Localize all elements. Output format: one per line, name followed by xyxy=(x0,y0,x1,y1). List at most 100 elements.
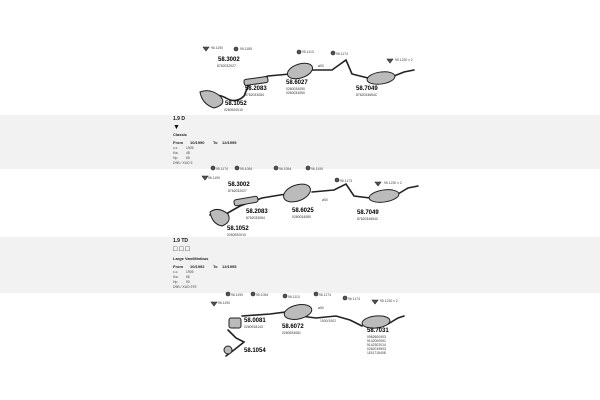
part-1-3-sub1: 0260034050 xyxy=(286,91,305,95)
badge-3-5: 96.1174 xyxy=(348,297,361,301)
badge-3-2: 95.1054 xyxy=(256,293,269,297)
part-1-4: 58.7049 xyxy=(356,86,378,92)
pipe-mid-3 xyxy=(241,311,363,327)
part-1-4-sub: 8762034654C xyxy=(356,93,378,97)
to-value-2: 12/1995 xyxy=(222,140,237,145)
diameter-label-1: ø50 xyxy=(318,64,324,68)
part-1-2: 58.1052 xyxy=(225,101,247,107)
section-band-1 xyxy=(0,115,600,169)
turbo-pipe-3 xyxy=(223,345,233,355)
part-3-2-sub: 0260934081 xyxy=(282,331,301,335)
badge-1-1: 95.1185 xyxy=(240,47,253,51)
engine-label-3: 1.9 TD xyxy=(173,238,189,244)
to-label-2: To xyxy=(213,140,218,145)
part-3-3: 58.7031 xyxy=(367,328,389,334)
to-value-3: 12/1995 xyxy=(222,264,237,269)
from-label-3: From xyxy=(173,264,183,269)
badge-2-1: 95.1174 xyxy=(216,167,229,171)
part-2-1: 58.2083 xyxy=(246,209,268,215)
spec-label-3-2: Hp. xyxy=(173,280,179,284)
part-3-3-sub2: 9142302014 xyxy=(367,343,386,347)
catalyst-2 xyxy=(283,183,311,203)
part-1-2-sub: 0260920010 xyxy=(224,108,243,112)
spec-value-2-1: 48 xyxy=(186,151,190,155)
part-2-3-sub: 0260034080 xyxy=(292,215,311,219)
part-3-3-sub4: 1151715408 xyxy=(367,351,386,355)
model-label-2: Classic xyxy=(173,132,188,137)
part-2-3: 58.6025 xyxy=(292,208,314,214)
part-2-0: 58.3002 xyxy=(228,182,250,188)
engine-code-2: D9B / XUD 9 xyxy=(173,161,193,165)
part-3-3-sub0: 0962600403 xyxy=(367,335,386,339)
part-3-3-sub1: 9142000091 xyxy=(367,339,386,343)
diameter-label-2: ø50 xyxy=(322,198,328,202)
badge-2-0: 96.1190 xyxy=(208,176,221,180)
spec-label-3-1: Kw. xyxy=(173,275,179,279)
pipe-mid-2 xyxy=(311,182,371,199)
badge-3-0: 96.1190 xyxy=(218,301,231,305)
pipe-mid-1 xyxy=(311,58,369,79)
part-3-3-sub3: 0262015903 xyxy=(367,347,386,351)
van-icon: □ □ □ xyxy=(173,246,190,253)
part-2-2-sub: 0260920010 xyxy=(227,233,246,237)
spec-value-3-0: 1905 xyxy=(186,270,194,274)
rear-silencer-3 xyxy=(361,315,391,329)
part-2-0-sub: 8762032027 xyxy=(228,189,247,193)
from-value-3: 10/1992 xyxy=(190,264,205,269)
rear-silencer-2 xyxy=(368,189,400,203)
part-1-1: 58.2083 xyxy=(245,86,267,92)
badge-3-4: 96.1174 xyxy=(319,293,332,297)
badge-2-4: 96.1190 xyxy=(311,167,324,171)
badge-1-4: 95.1230 x 2 xyxy=(395,58,413,62)
spec-value-2-2: 65 xyxy=(186,156,190,160)
badge-1-0: 96.1190 xyxy=(211,46,224,50)
spec-label-2-2: Hp. xyxy=(173,156,179,160)
spec-label-3-0: c.c. xyxy=(173,270,179,274)
rear-silencer-1 xyxy=(366,71,396,85)
from-label-2: From xyxy=(173,140,183,145)
badge-3-3: 96.1113 xyxy=(288,295,300,299)
part-2-4: 58.7049 xyxy=(357,210,379,216)
part-3-2: 58.6072 xyxy=(282,324,304,330)
badge-1-2: 95.1113 xyxy=(302,50,314,54)
badge-2-3: 96.1054 xyxy=(279,167,292,171)
part-1-3: 58.6027 xyxy=(286,80,308,86)
model-label-3: Large Van/Minibus xyxy=(173,256,209,261)
catalyst-1 xyxy=(286,62,314,80)
part-3-1: 58.1054 xyxy=(244,348,266,354)
engine-code-3: D9B / XUD 9TE xyxy=(173,285,197,289)
mid-silencer-3 xyxy=(283,304,313,320)
badge-2-5: 96.1173 xyxy=(340,179,353,183)
manifold-1 xyxy=(199,90,224,109)
manifold-2 xyxy=(209,208,230,227)
diameter-label-3: ø50 xyxy=(318,306,324,310)
pipe-rear-3 xyxy=(387,315,405,325)
part-3-0-sub: 0260918143 xyxy=(244,325,263,329)
spec-label-2-0: c.c. xyxy=(173,146,179,150)
pipe-rear-2 xyxy=(397,185,419,195)
badge-1-3: 96.1174 xyxy=(336,52,349,56)
from-value-2: 10/1990 xyxy=(190,140,205,145)
to-label-3: To xyxy=(213,264,218,269)
badge-2-6: 95.1230 x 2 xyxy=(384,181,402,185)
part-1-3-sub0: 0260034050 xyxy=(286,87,305,91)
badge-3-1: 96.1190 xyxy=(231,293,244,297)
flex-pipe-2 xyxy=(233,195,259,207)
spec-label-2-1: Kw. xyxy=(173,151,179,155)
part-2-1-sub: 8762033084 xyxy=(246,216,265,220)
flex-pipe-1 xyxy=(243,76,269,86)
pipe-rear-1 xyxy=(393,69,415,77)
part-1-1-sub: 8762033084 xyxy=(245,93,264,97)
badge-3-6: 95.1230 x 2 xyxy=(380,299,398,303)
spec-value-3-1: 66 xyxy=(186,275,190,279)
spec-value-3-2: 90 xyxy=(186,280,190,284)
part-2-2: 58.1052 xyxy=(227,226,249,232)
badge-2-2: 95.1054 xyxy=(240,167,253,171)
part-1-0-sub: 8762032027 xyxy=(217,64,236,68)
section-band-2 xyxy=(0,237,600,293)
part-2-4-sub: 8762034654C xyxy=(357,217,379,221)
engine-label-2: 1.9 D xyxy=(173,116,185,122)
spec-value-2-0: 1905 xyxy=(186,146,194,150)
note-label-3: 1500/1502 xyxy=(320,319,337,323)
